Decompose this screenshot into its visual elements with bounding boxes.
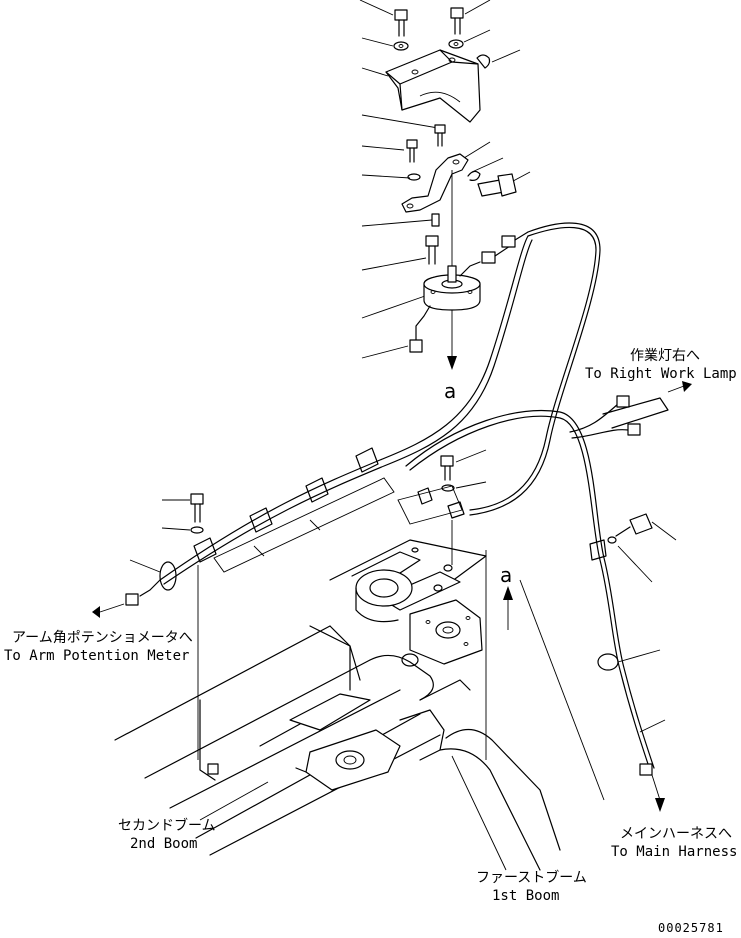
small-bolts xyxy=(406,124,446,181)
left-bolt xyxy=(161,493,204,534)
center-clamp xyxy=(397,449,487,525)
arm-grommet xyxy=(92,559,177,618)
right-clamps xyxy=(589,539,666,812)
right-work-lamp-en: To Right Work Lamp xyxy=(585,366,737,382)
right-bolt xyxy=(607,513,677,583)
cover-bracket xyxy=(385,49,481,123)
leader-lines-top xyxy=(359,0,531,359)
first-boom-jp: ファーストブーム xyxy=(476,869,587,886)
drawing-number: 00025781 xyxy=(658,921,724,935)
boom-structure: a xyxy=(114,520,561,871)
callout-leaders xyxy=(199,381,692,871)
harness-cable xyxy=(159,222,669,771)
top-bolts xyxy=(393,7,491,69)
main-harness-en: To Main Harness xyxy=(611,844,737,860)
pin-bolt xyxy=(467,170,517,197)
view-mark-a-lower: a xyxy=(500,563,512,587)
cable-connectors xyxy=(459,231,529,277)
arm-potentiometer-jp: アーム角ポテンショメータへ xyxy=(12,630,193,646)
right-work-lamp-jp: 作業灯右へ xyxy=(630,348,700,364)
cable-clamps xyxy=(193,447,395,573)
potentiometer xyxy=(409,265,481,353)
small-key xyxy=(425,213,440,265)
main-harness-jp: メインハーネスへ xyxy=(620,826,732,842)
axis-arrow xyxy=(447,356,457,370)
link-arm xyxy=(401,153,469,213)
first-boom-en: 1st Boom xyxy=(492,888,559,904)
view-mark-a-upper: a xyxy=(444,379,456,403)
second-boom-jp: セカンドブーム xyxy=(118,817,216,834)
second-boom-en: 2nd Boom xyxy=(130,836,197,852)
arm-potentiometer-en: To Arm Potention Meter xyxy=(4,648,189,664)
